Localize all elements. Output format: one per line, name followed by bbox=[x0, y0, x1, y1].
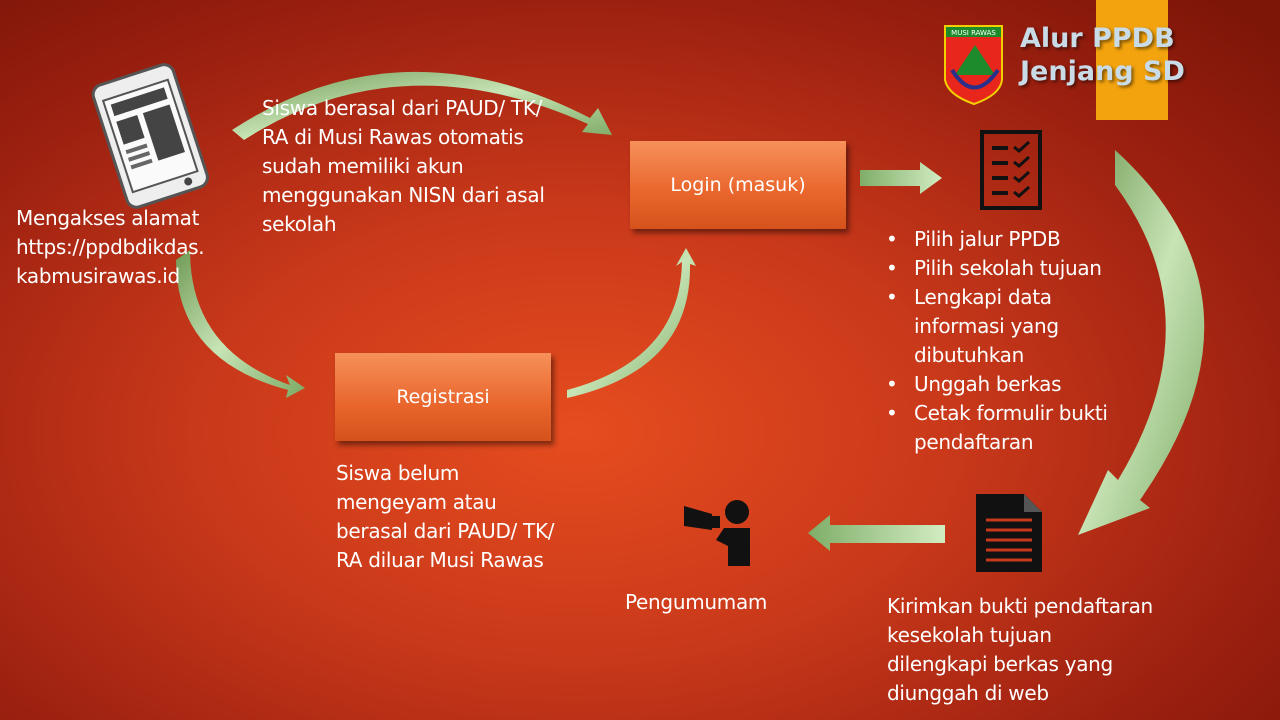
text-line: kesekolah tujuan bbox=[887, 623, 1052, 647]
title-accent-bar bbox=[1096, 0, 1168, 120]
text-line: Siswa belum bbox=[336, 461, 460, 485]
title-line-1: Alur PPDB bbox=[1020, 23, 1175, 54]
existing-account-text: Siswa berasal dari PAUD/ TK/ RA di Musi … bbox=[262, 94, 545, 239]
list-item: Cetak formulir bukti pendaftaran bbox=[884, 399, 1144, 457]
page-title: Alur PPDB Jenjang SD bbox=[1020, 22, 1185, 88]
smartphone-icon bbox=[91, 63, 209, 209]
text-line: menggunakan NISN dari asal bbox=[262, 183, 545, 207]
login-box: Login (masuk) bbox=[630, 141, 846, 229]
text-line: Kirimkan bukti pendaftaran bbox=[887, 594, 1153, 618]
text-line: dilengkapi berkas yang bbox=[887, 652, 1113, 676]
submit-text: Kirimkan bukti pendaftaran kesekolah tuj… bbox=[887, 592, 1153, 708]
checklist-steps: Pilih jalur PPDB Pilih sekolah tujuan Le… bbox=[884, 225, 1154, 457]
arrow-checklist-to-document bbox=[1078, 150, 1205, 535]
document-icon bbox=[976, 494, 1042, 572]
checklist-icon bbox=[980, 130, 1042, 210]
megaphone-person-icon bbox=[684, 500, 750, 566]
text-line: mengeyam atau bbox=[336, 490, 497, 514]
list-item: Pilih sekolah tujuan bbox=[884, 254, 1154, 283]
text-line: berasal dari PAUD/ TK/ bbox=[336, 519, 555, 543]
text-line: sekolah bbox=[262, 212, 337, 236]
access-url-line: https://ppdbdikdas. bbox=[16, 235, 205, 259]
arrow-login-to-checklist bbox=[860, 162, 942, 194]
text-line: diunggah di web bbox=[887, 681, 1049, 705]
arrow-access-to-login bbox=[232, 71, 612, 140]
title-line-2: Jenjang SD bbox=[1020, 56, 1185, 87]
logo-emblem: MUSI RAWAS bbox=[944, 25, 1003, 106]
list-item: Lengkapi data informasi yang dibutuhkan bbox=[884, 283, 1104, 370]
text-line: sudah memiliki akun bbox=[262, 154, 464, 178]
text-line: RA di Musi Rawas otomatis bbox=[262, 125, 524, 149]
arrow-document-to-announcement bbox=[808, 515, 945, 551]
list-item: Pilih jalur PPDB bbox=[884, 225, 1154, 254]
svg-text:MUSI RAWAS: MUSI RAWAS bbox=[951, 29, 996, 37]
access-line: Mengakses alamat bbox=[16, 206, 200, 230]
arrow-access-to-registrasi bbox=[176, 250, 305, 398]
arrow-registrasi-to-login bbox=[567, 248, 696, 398]
announcement-label: Pengumumam bbox=[625, 590, 768, 614]
access-url-line: kabmusirawas.id bbox=[16, 264, 180, 288]
registrasi-box: Registrasi bbox=[335, 353, 551, 441]
list-item: Unggah berkas bbox=[884, 370, 1154, 399]
text-line: RA diluar Musi Rawas bbox=[336, 548, 544, 572]
text-line: Siswa berasal dari PAUD/ TK/ bbox=[262, 96, 543, 120]
new-student-text: Siswa belum mengeyam atau berasal dari P… bbox=[336, 459, 555, 575]
access-text: Mengakses alamat https://ppdbdikdas. kab… bbox=[16, 204, 205, 291]
